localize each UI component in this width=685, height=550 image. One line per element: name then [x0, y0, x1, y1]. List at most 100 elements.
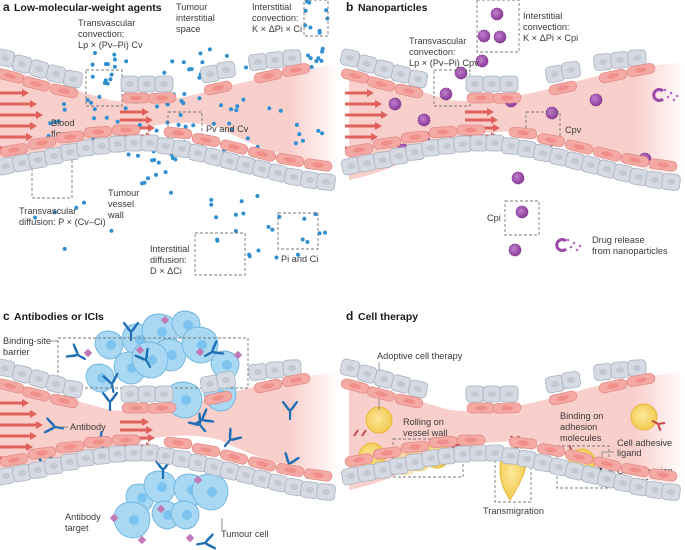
- pericyte-nucleus: [459, 450, 467, 458]
- label-interstitial-convection: Interstitial: [523, 11, 562, 21]
- vessel-cell-pair: [120, 385, 140, 403]
- small-molecule-dot: [305, 0, 309, 4]
- endothelial-nucleus: [284, 157, 296, 163]
- vessel-cell-pair: [564, 461, 586, 481]
- released-drug-dot: [669, 91, 673, 95]
- antibody-target: [193, 475, 203, 485]
- pericyte-nucleus: [633, 54, 641, 62]
- endothelial-cell: [394, 393, 424, 409]
- vessel-cell-pair: [469, 134, 489, 152]
- small-molecule-dot: [92, 107, 97, 112]
- endothelial-cell: [592, 146, 622, 162]
- pericyte-nucleus: [411, 458, 419, 466]
- endothelial-cell: [83, 126, 113, 138]
- small-molecule-dot: [92, 116, 96, 121]
- endothelial-cell: [147, 92, 177, 104]
- small-molecule-dot: [325, 16, 330, 21]
- small-molecule-dot: [230, 127, 234, 132]
- endothelial-cell: [394, 83, 424, 99]
- endothelial-nucleus: [312, 472, 324, 478]
- vessel-cell-pair: [499, 75, 519, 93]
- pericyte-nucleus: [35, 65, 43, 73]
- pericyte-nucleus: [471, 81, 479, 87]
- endothelial-cell: [466, 92, 496, 104]
- label-antibody-target: Antibody: [65, 512, 101, 522]
- endothelial-cell: [27, 446, 57, 460]
- antibody: [203, 340, 225, 358]
- label-adoptive-cell-therapy: Adoptive cell therapy: [377, 351, 463, 361]
- pericyte-nucleus: [306, 176, 314, 184]
- vessel-cell-pair: [544, 64, 566, 84]
- small-molecule-dot: [209, 202, 214, 207]
- vessel-cell-pair: [482, 385, 502, 403]
- tumour-cell-nucleus: [183, 320, 193, 330]
- small-molecule-dot: [309, 65, 314, 69]
- endothelial-cell: [626, 373, 656, 387]
- small-molecule-dot: [102, 81, 107, 85]
- released-drug-dot: [578, 244, 582, 248]
- endothelial-cell: [253, 68, 283, 84]
- small-molecule-dot: [97, 94, 102, 99]
- endothelial-nucleus: [573, 144, 585, 150]
- flow-arrow-head: [26, 133, 33, 141]
- panel-d-title: Cell therapy: [358, 311, 418, 323]
- small-molecule-dot: [156, 160, 161, 165]
- label-drug-release: Drug release: [592, 235, 645, 245]
- flow-arrow-head: [493, 124, 500, 132]
- vessel-cell-pair: [596, 159, 618, 179]
- small-molecule-dot: [62, 102, 66, 107]
- vessel-cell-pair: [154, 75, 174, 93]
- small-molecule-dot: [154, 128, 159, 133]
- label-interstitial-diffusion-line2: diffusion:: [150, 255, 187, 265]
- vessel-cell-pair: [645, 480, 665, 500]
- small-molecule-dot: [182, 92, 187, 96]
- endothelial-nucleus: [573, 454, 585, 460]
- pericyte-nucleus: [162, 452, 170, 460]
- released-nanoparticle: [652, 88, 665, 102]
- pericyte-nucleus: [210, 463, 218, 471]
- endothelial-nucleus: [517, 440, 529, 446]
- antibody-shape: [223, 427, 243, 448]
- antibody-shape: [281, 400, 299, 421]
- small-molecule-dot: [170, 59, 175, 64]
- vessel-cell-pair: [485, 444, 505, 462]
- pericyte-nucleus: [523, 145, 531, 153]
- tumour-cell-nucleus: [135, 335, 145, 345]
- vessel-cell-pair: [11, 54, 33, 74]
- endothelial-cell: [83, 436, 113, 448]
- pericyte-nucleus: [347, 472, 355, 480]
- pericyte-nucleus: [178, 455, 186, 463]
- endothelial-cell: [428, 436, 458, 448]
- vessel-cell-pair: [235, 155, 257, 175]
- pericyte-nucleus: [1, 54, 9, 62]
- vessel-cell-pair: [453, 445, 473, 463]
- pericyte-nucleus: [619, 479, 627, 487]
- endothelial-cell: [163, 436, 193, 450]
- antibody-target: [135, 345, 145, 355]
- endothelial-nucleus: [381, 450, 393, 456]
- endothelial-cell: [598, 68, 628, 84]
- pericyte-nucleus: [143, 81, 151, 87]
- endothelial-nucleus: [349, 73, 361, 79]
- t-cell: [630, 403, 658, 431]
- vessel-cell-pair: [248, 363, 268, 381]
- pericyte-nucleus: [288, 364, 296, 372]
- pericyte-nucleus: [146, 140, 154, 146]
- antibody-shape: [154, 459, 172, 480]
- endothelial-nucleus: [228, 454, 240, 460]
- released-drug-dot: [572, 241, 576, 245]
- small-molecule-dot: [215, 237, 220, 242]
- endothelial-nucleus: [437, 129, 449, 135]
- small-molecule-dot: [48, 121, 53, 126]
- vessel-cell-pair: [373, 59, 395, 79]
- small-molecule-dot: [183, 124, 188, 129]
- endothelial-nucleus: [409, 444, 421, 450]
- vessel-cell-pair: [627, 359, 647, 377]
- endothelial-nucleus: [8, 457, 20, 463]
- panel-d-letter: d: [346, 309, 353, 323]
- label-binding-adhesion-line2: adhesion: [560, 422, 597, 432]
- nanoparticle: [589, 93, 603, 107]
- endothelial-nucleus: [290, 377, 302, 383]
- endothelial-cell: [0, 143, 29, 157]
- antibody: [65, 343, 87, 361]
